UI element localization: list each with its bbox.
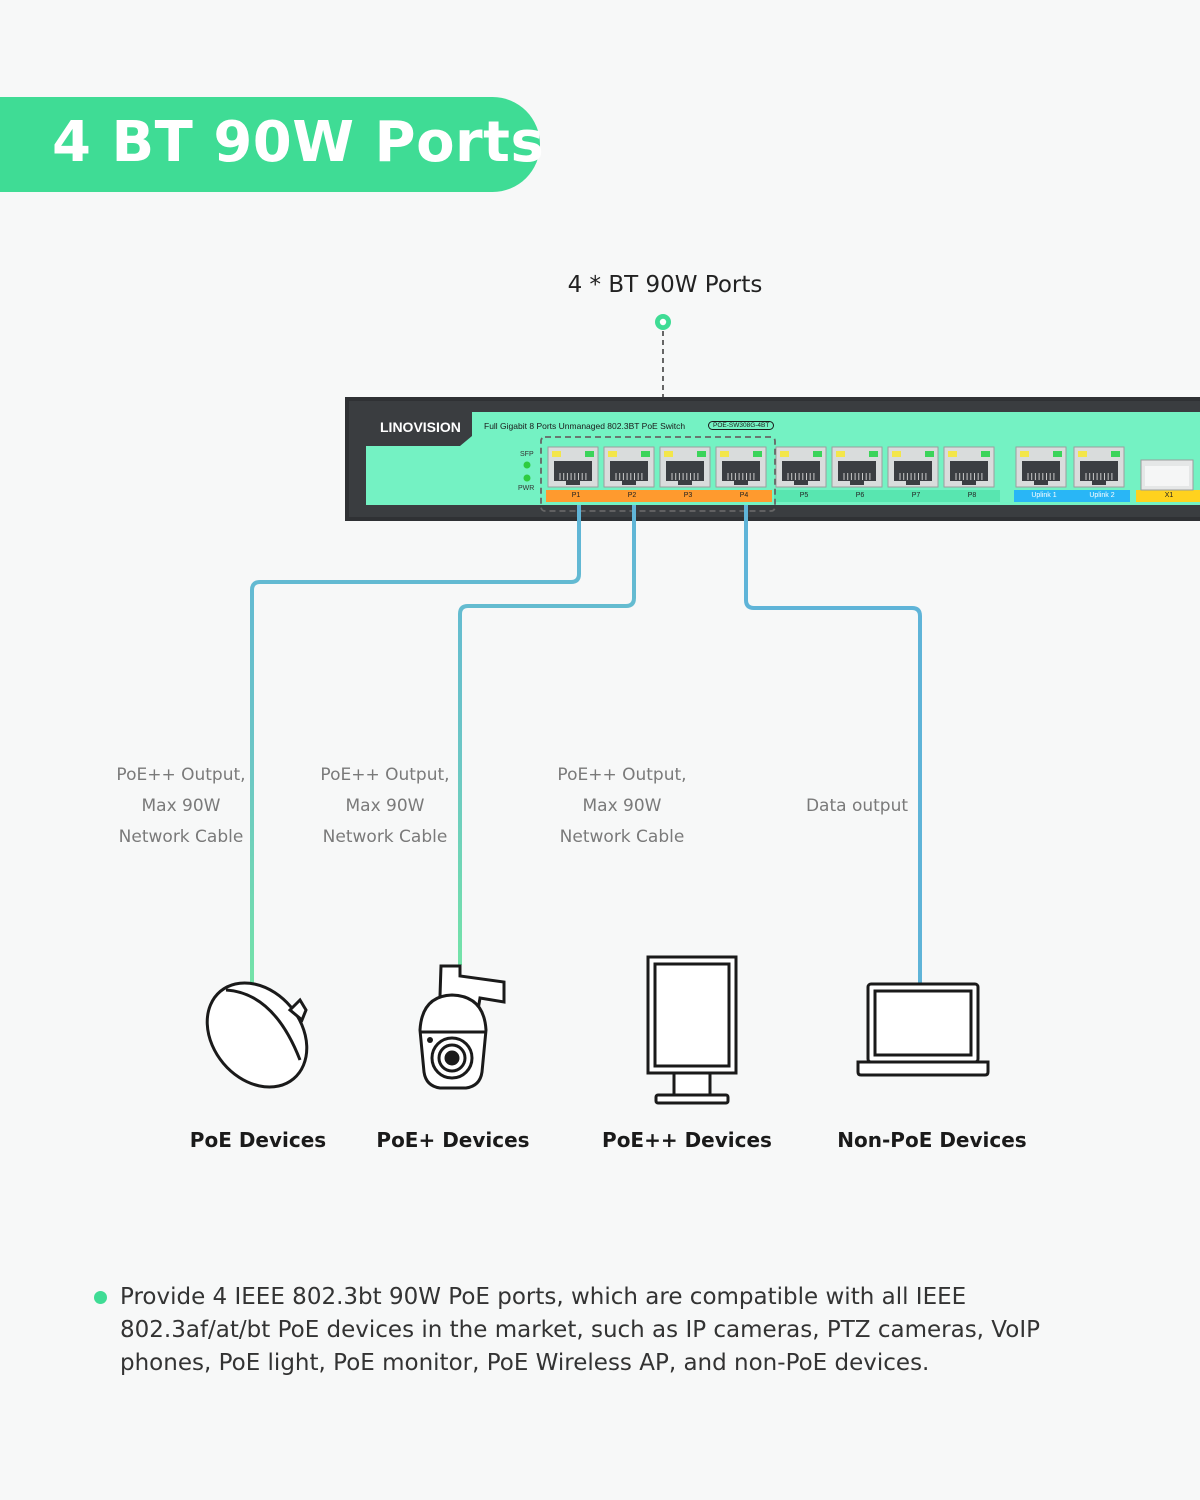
- uplink-port-2-led-left: [1078, 451, 1087, 457]
- uplink-strip: [1014, 490, 1130, 502]
- cable-label-line: Max 90W: [141, 796, 221, 816]
- device-label-poe: PoE Devices: [189, 1128, 327, 1152]
- callout-label: 4 * BT 90W Ports: [567, 272, 763, 298]
- rj45-port-p2-led-left: [608, 451, 617, 457]
- rj45-port-p3-led-right: [697, 451, 706, 457]
- cable-label-1: PoE++ Output, Max 90W Network Cable: [101, 760, 261, 853]
- monitor-icon: [646, 955, 738, 1105]
- sfp-strip: [1136, 490, 1200, 502]
- sfp-indicator-label: SFP: [520, 451, 534, 458]
- device-label-poe-plus: PoE+ Devices: [376, 1128, 530, 1152]
- cables: [250, 505, 922, 983]
- wireless-ap-icon: [205, 981, 309, 1089]
- uplink-label-1: Uplink 1: [1031, 492, 1057, 499]
- poe-switch: [345, 397, 1200, 521]
- title-banner: [0, 97, 540, 192]
- port-layer: [546, 446, 1200, 502]
- rj45-port-p8-led-right: [981, 451, 990, 457]
- cable-label-line: PoE++ Output,: [557, 765, 687, 785]
- ptz-camera-icon: [418, 964, 506, 1090]
- pwr-indicator-label: PWR: [518, 485, 535, 492]
- rj45-port-p1-led-right: [585, 451, 594, 457]
- cable-label-line: Data output: [805, 796, 909, 816]
- rj45-port-p8-led-left: [948, 451, 957, 457]
- switch-model: POE-SW308G-4BT: [708, 421, 775, 430]
- poe-port-strip: [774, 490, 1000, 502]
- rj45-port-p1-led-left: [552, 451, 561, 457]
- cable-label-2: PoE++ Output, Max 90W Network Cable: [305, 760, 465, 853]
- cable-label-line: Network Cable: [118, 827, 244, 847]
- switch-brand-logo: LINOVISION: [380, 419, 461, 435]
- uplink-port-1-led-left: [1020, 451, 1029, 457]
- cable-4: [744, 505, 922, 983]
- bt-ports-highlight: [540, 436, 776, 512]
- rj45-port-p6-led-left: [836, 451, 845, 457]
- bullet-dot: [94, 1291, 107, 1304]
- cable-label-line: Network Cable: [559, 827, 685, 847]
- rj45-port-p7-led-left: [892, 451, 901, 457]
- sfp-port-label: X1: [1164, 492, 1174, 499]
- pwr-indicator-led: [523, 474, 531, 482]
- port-label-p2: P2: [627, 492, 637, 499]
- cable-2: [458, 505, 636, 965]
- port-label-p1: P1: [571, 492, 581, 499]
- cable-label-line: Max 90W: [582, 796, 662, 816]
- rj45-port-p3-led-left: [664, 451, 673, 457]
- cable-label-3: PoE++ Output, Max 90W Network Cable: [542, 760, 702, 853]
- port-label-p4: P4: [739, 492, 749, 499]
- rj45-port-p6-led-right: [869, 451, 878, 457]
- uplink-port-2-led-right: [1111, 451, 1120, 457]
- uplink-port-1-led-right: [1053, 451, 1062, 457]
- switch-description: Full Gigabit 8 Ports Unmanaged 802.3BT P…: [484, 421, 686, 431]
- cable-label-line: Max 90W: [345, 796, 425, 816]
- port-label-p5: P5: [799, 492, 809, 499]
- footer-description: Provide 4 IEEE 802.3bt 90W PoE ports, wh…: [120, 1284, 1040, 1376]
- rj45-port-p2-led-right: [641, 451, 650, 457]
- device-label-poe-plus-plus: PoE++ Devices: [602, 1128, 772, 1152]
- sfp-indicator-led: [523, 461, 531, 469]
- sfp-cage-slot: [1145, 466, 1189, 486]
- uplink-label-2: Uplink 2: [1089, 492, 1115, 499]
- banner-title: 4 BT 90W Ports: [52, 110, 545, 175]
- rj45-port-p4-led-right: [753, 451, 762, 457]
- cable-label-line: PoE++ Output,: [116, 765, 246, 785]
- cable-label-line: Network Cable: [322, 827, 448, 847]
- rj45-port-p5-led-left: [780, 451, 789, 457]
- cable-1: [250, 505, 581, 983]
- rj45-port-p4-led-left: [720, 451, 729, 457]
- bt-port-strip: [546, 490, 772, 502]
- port-label-p8: P8: [967, 492, 977, 499]
- rj45-port-p7-led-right: [925, 451, 934, 457]
- port-label-p3: P3: [683, 492, 693, 499]
- device-label-non-poe: Non-PoE Devices: [837, 1128, 1027, 1152]
- cable-label-4: Data output: [777, 791, 937, 822]
- laptop-icon: [856, 982, 990, 1077]
- port-label-p6: P6: [855, 492, 865, 499]
- port-label-p7: P7: [911, 492, 921, 499]
- rj45-port-p5-led-right: [813, 451, 822, 457]
- cable-label-line: PoE++ Output,: [320, 765, 450, 785]
